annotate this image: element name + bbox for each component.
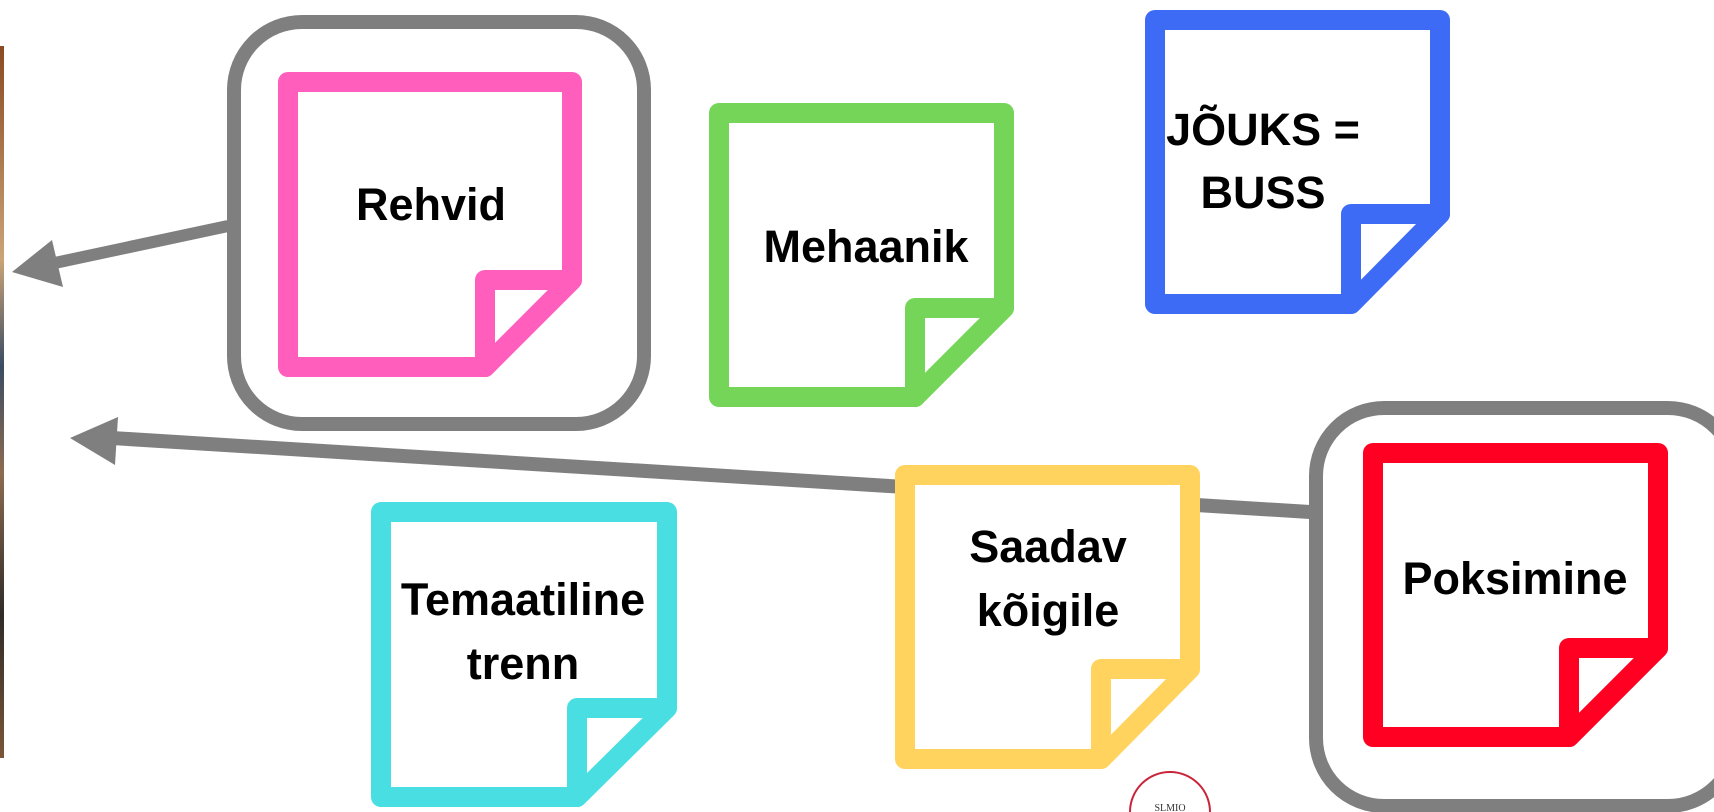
sticky-note-mehaanik: Mehaanik [709,103,1014,407]
sticky-note-temaatiline-trenn: Temaatiline trenn [371,502,677,807]
sticky-note-jouks-buss: JÕUKS = BUSS [1145,10,1450,314]
note-label-saadav-line2: kõigile [977,585,1120,636]
sticky-note-poksimine: Poksimine [1363,443,1668,747]
arrow-rehvid [12,220,230,287]
note-label-poksimine: Poksimine [1402,553,1627,604]
note-label-saadav-line1: Saadav [969,521,1127,572]
sticky-note-saadav-koigile: Saadav kõigile [895,465,1200,769]
note-label-mehaanik: Mehaanik [763,221,969,272]
svg-text:SLMIO: SLMIO [1154,803,1185,812]
sticky-note-rehvid: Rehvid [278,72,582,377]
note-label-temaatiline-line1: Temaatiline [401,574,645,625]
note-label-temaatiline-line2: trenn [467,638,580,689]
note-label-rehvid: Rehvid [356,179,506,230]
seal-logo: SLMIO [1129,771,1211,812]
note-label-jouks-line1: JÕUKS = [1166,104,1360,155]
note-label-jouks-line2: BUSS [1200,167,1325,218]
cropped-photo-edge [0,46,4,758]
